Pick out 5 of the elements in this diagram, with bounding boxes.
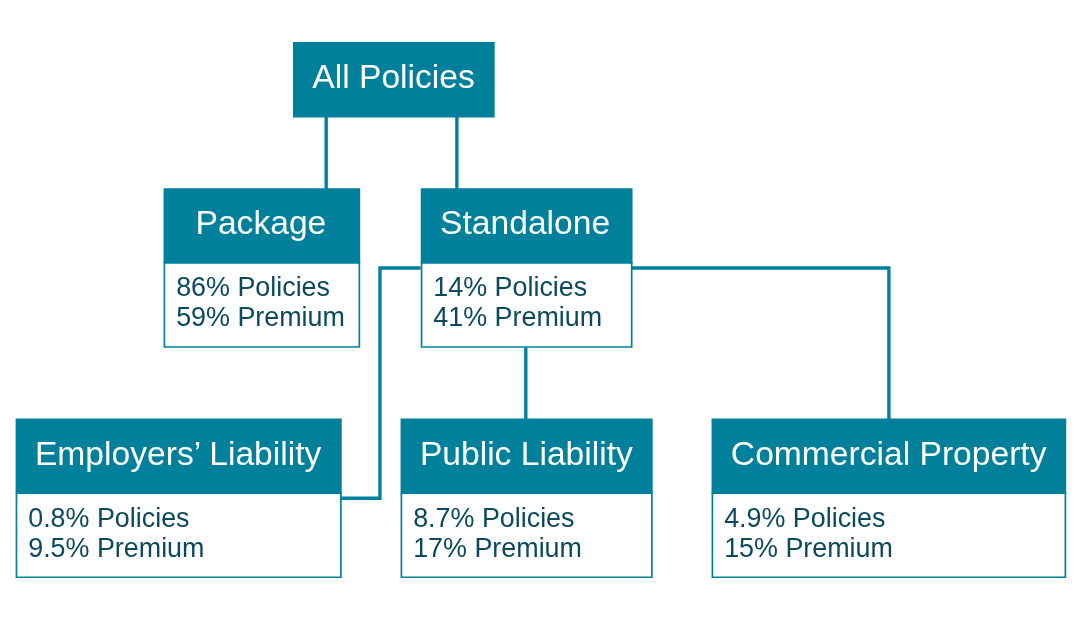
connector <box>324 116 328 189</box>
connector <box>455 116 459 189</box>
connector <box>631 266 891 419</box>
connector <box>340 266 421 500</box>
connector <box>524 347 528 419</box>
